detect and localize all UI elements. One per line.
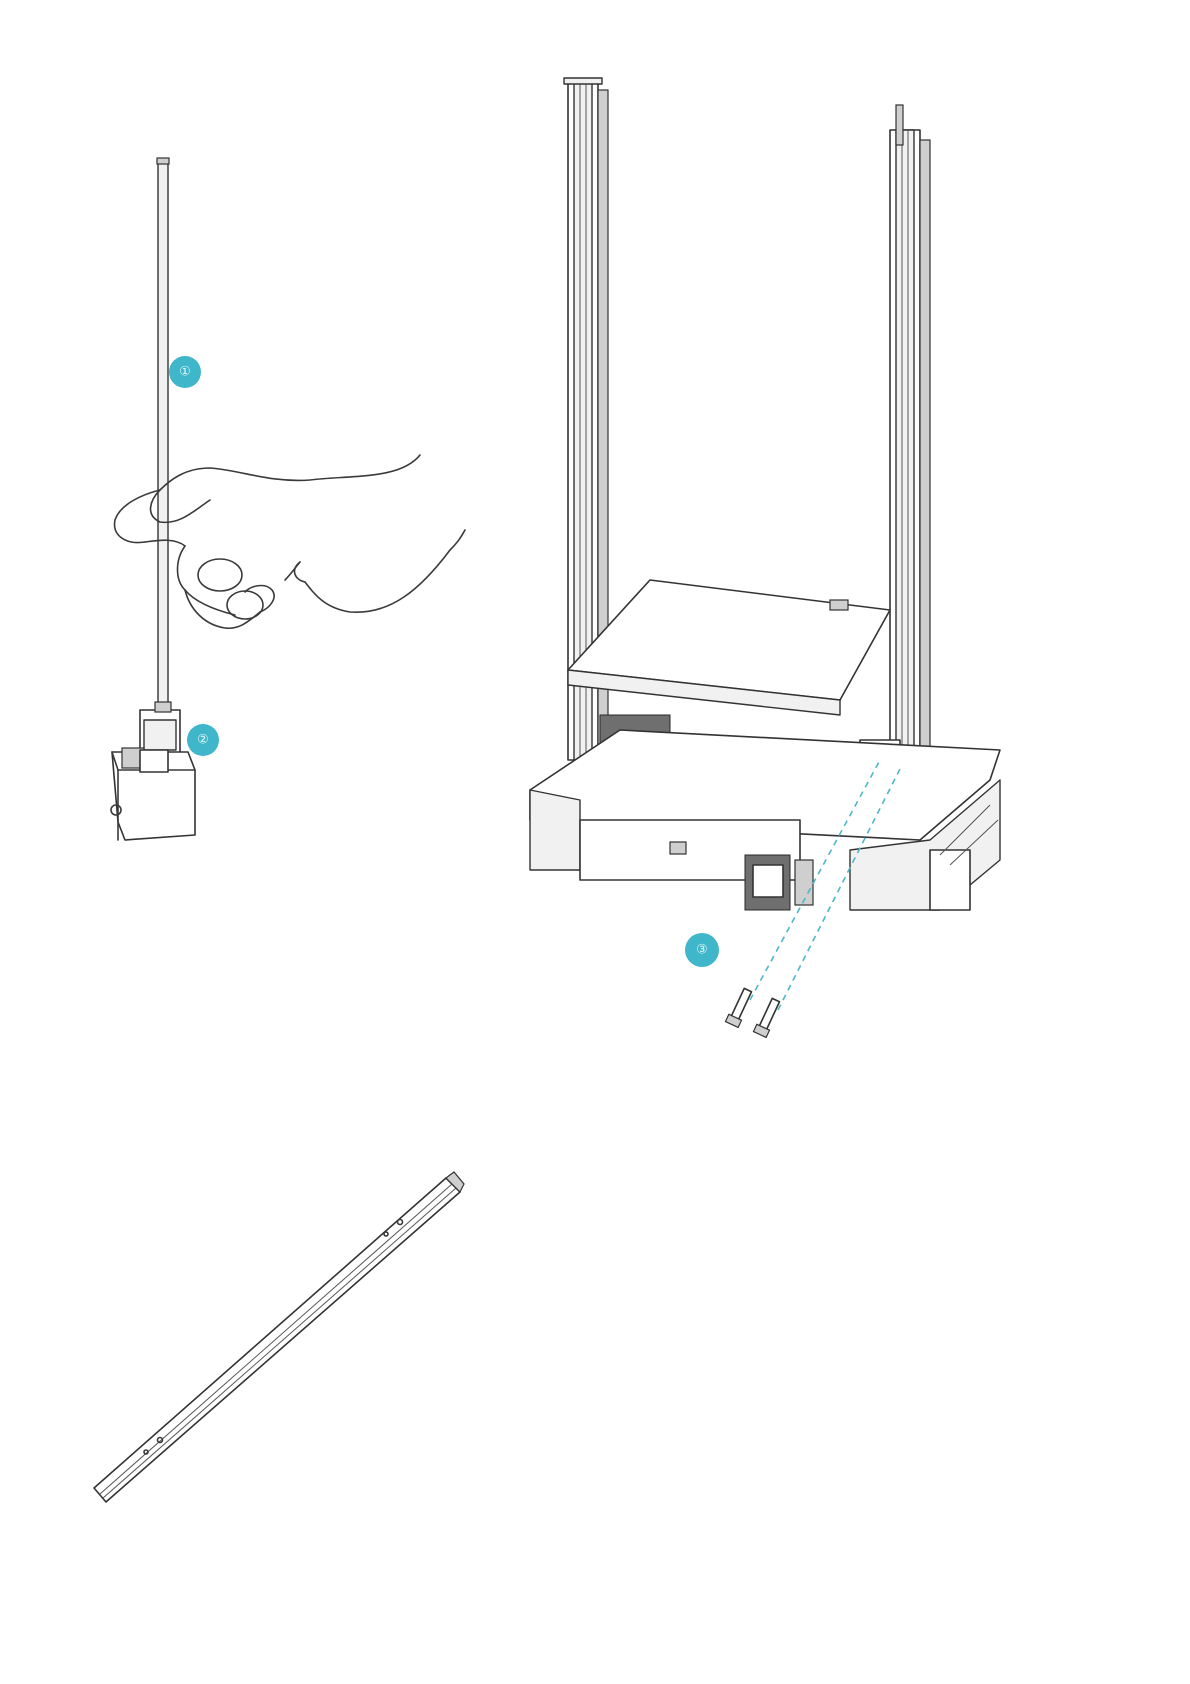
profile-rail-icon [94,1172,464,1502]
svg-text:②: ② [197,733,209,748]
aluminum-rail-figure [80,1150,510,1520]
svg-text:①: ① [179,365,191,380]
step-marker-motor: ② [187,724,219,756]
svg-text:③: ③ [696,943,708,958]
right-upright-profile [890,105,930,770]
z-motor-icon [111,702,195,840]
step-marker-screws: ③ [685,933,719,967]
print-bed [568,580,890,715]
lead-screw-rod [157,158,169,782]
screw-rod-insertion-figure: ① ② [100,150,500,910]
step-marker-rod: ① [169,356,201,388]
frame-assembly-figure: ③ [520,60,1080,1050]
